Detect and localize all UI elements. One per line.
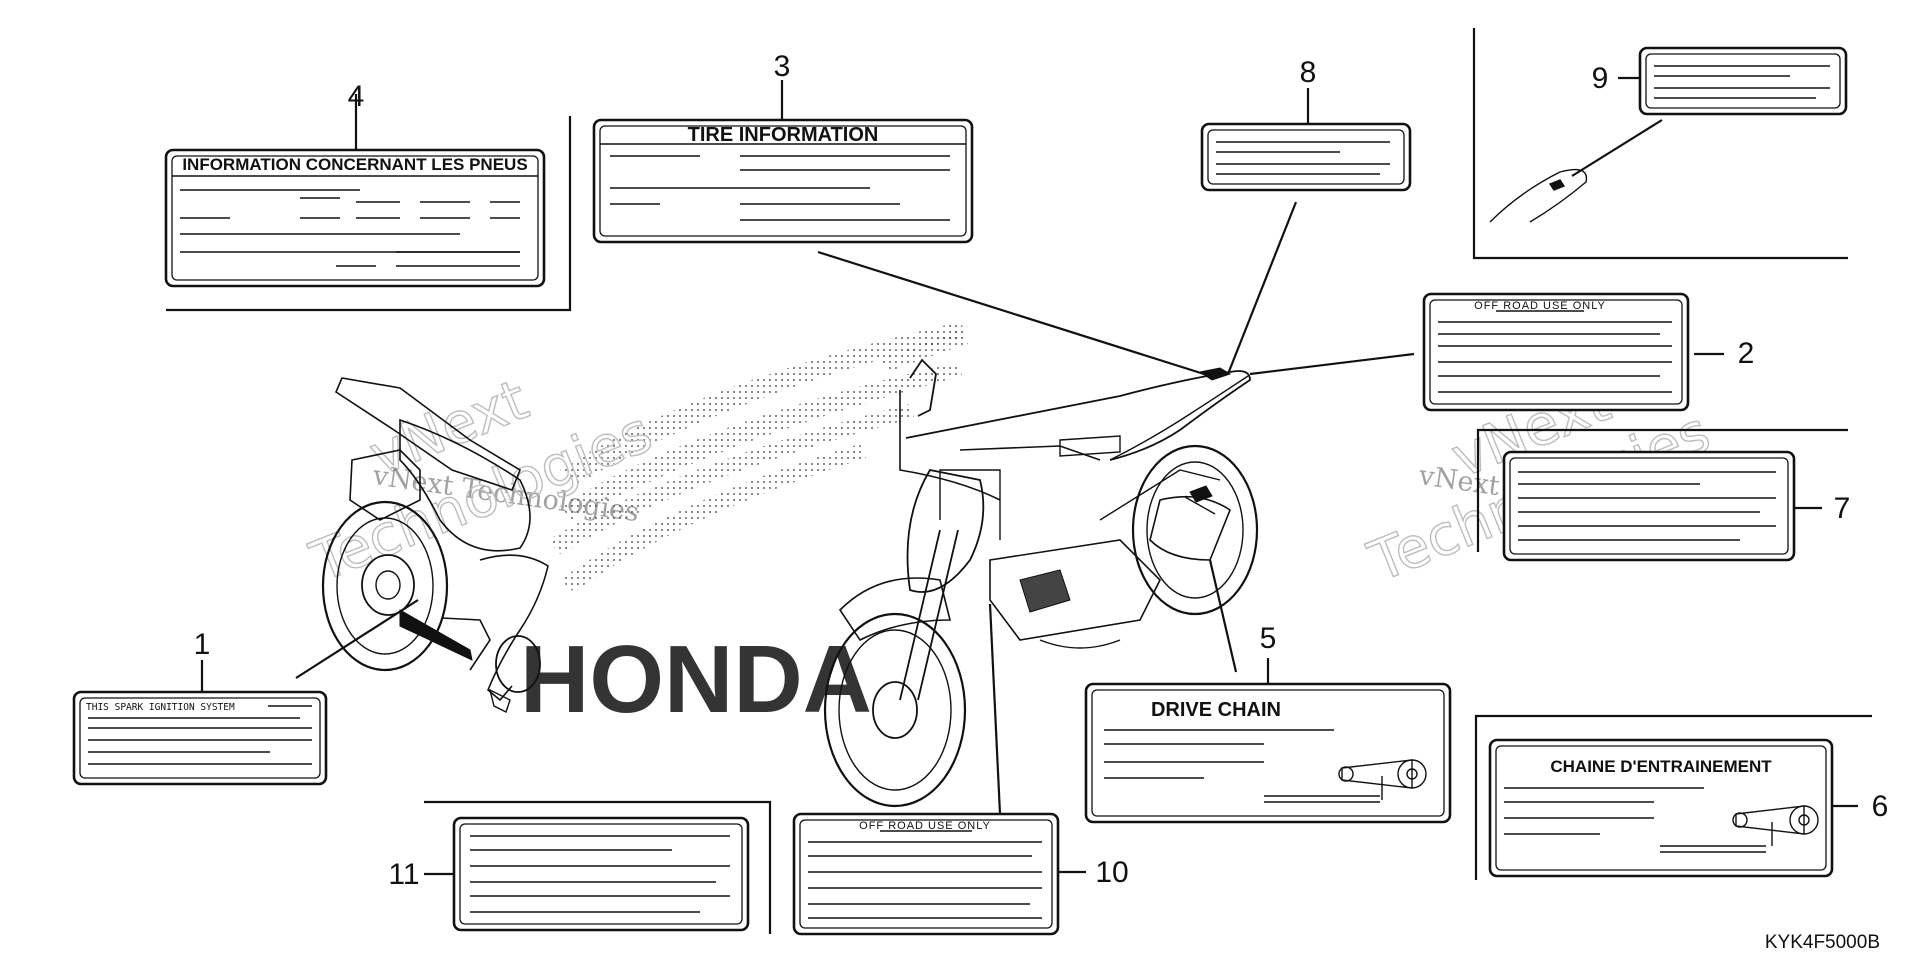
callout-10: 10 [1095, 856, 1128, 889]
drive-chain-icon [1732, 805, 1819, 846]
label-7-blank [1502, 450, 1796, 562]
frame-label-6 [1474, 714, 1872, 880]
frame-label-9 [1472, 28, 1848, 260]
callout-7: 7 [1834, 492, 1851, 525]
callout-3: 3 [774, 50, 791, 83]
label-11-blank [452, 816, 750, 932]
honda-wing-logo: HONDA [520, 322, 968, 733]
label-spark-ignition-system: THIS SPARK IGNITION SYSTEM [72, 690, 328, 786]
label-chaine-entrainement: CHAINE D'ENTRAINEMENT [1488, 738, 1834, 878]
motorcycle-front-view-illustration [823, 358, 1259, 808]
callout-8: 8 [1300, 56, 1317, 89]
callout-5: 5 [1260, 622, 1277, 655]
label-spark-title: THIS SPARK IGNITION SYSTEM [86, 702, 235, 713]
honda-logo-text: HONDA [520, 626, 872, 733]
label-drive-chain-title: DRIVE CHAIN [1151, 699, 1281, 721]
callout-numbers: 1 2 3 4 5 6 7 8 9 10 11 [194, 50, 1889, 891]
frame-label-11 [424, 800, 772, 934]
label-9-location-detail [1489, 168, 1588, 223]
label-tire-information-french: INFORMATION CONCERNANT LES PNEUS [164, 148, 546, 288]
label-off-road-use-only-10: OFF ROAD USE ONLY [792, 812, 1060, 936]
callout-11: 11 [388, 858, 419, 891]
frame-label-7 [1476, 428, 1848, 552]
label-8-blank [1200, 122, 1412, 192]
label-9-blank [1638, 46, 1848, 116]
callout-1: 1 [194, 628, 211, 661]
diagram-code: KYK4F5000B [1765, 932, 1880, 953]
frame-label-4 [166, 116, 572, 312]
label-tire-en-title: TIRE INFORMATION [688, 124, 879, 146]
motorcycle-rear-view-illustration [321, 377, 549, 713]
label-offroad-10-title: OFF ROAD USE ONLY [859, 820, 991, 832]
label-chaine-title: CHAINE D'ENTRAINEMENT [1550, 757, 1772, 776]
leader-lines [200, 76, 1858, 876]
label-drive-chain: DRIVE CHAIN [1084, 682, 1452, 824]
label-off-road-use-only-2: OFF ROAD USE ONLY [1422, 292, 1690, 412]
label-offroad-2-title: OFF ROAD USE ONLY [1474, 300, 1606, 312]
callout-9: 9 [1592, 62, 1609, 95]
label-tire-information: TIRE INFORMATION [592, 118, 974, 244]
callout-6: 6 [1872, 790, 1889, 823]
section-frames [166, 28, 1872, 934]
callout-2: 2 [1738, 337, 1755, 370]
callout-4: 4 [348, 80, 365, 113]
drive-chain-icon [1338, 759, 1427, 800]
label-tire-fr-title: INFORMATION CONCERNANT LES PNEUS [182, 155, 527, 174]
